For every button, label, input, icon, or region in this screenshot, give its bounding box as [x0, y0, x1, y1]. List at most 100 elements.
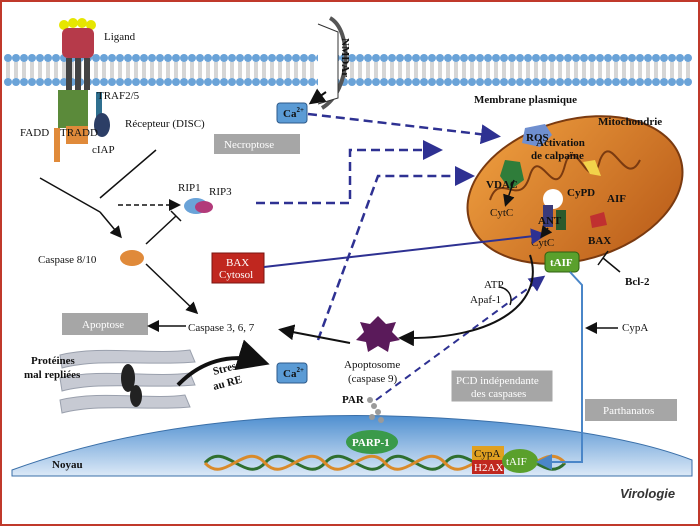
lipid-head: [308, 54, 316, 62]
lipid-tail: [46, 62, 50, 78]
lipid-tail: [526, 62, 530, 78]
lipid-tail: [678, 62, 682, 78]
death-receptor-icon: [54, 18, 110, 162]
lipid-head: [580, 78, 588, 86]
lipid-head: [124, 78, 132, 86]
lipid-head: [644, 78, 652, 86]
lipid-tail: [158, 62, 162, 78]
lipid-tail: [310, 62, 314, 78]
lipid-tail: [302, 62, 306, 78]
lipid-head: [684, 54, 692, 62]
lipid-head: [396, 54, 404, 62]
lipid-head: [204, 78, 212, 86]
lipid-head: [276, 78, 284, 86]
lipid-tail: [566, 62, 570, 78]
lipid-head: [212, 54, 220, 62]
lipid-head: [412, 78, 420, 86]
lipid-tail: [30, 62, 34, 78]
lipid-tail: [542, 62, 546, 78]
lipid-head: [436, 78, 444, 86]
lipid-head: [244, 78, 252, 86]
lipid-head: [100, 54, 108, 62]
apoptosome-to-casp367-arrow: [278, 324, 351, 344]
par-chain-icon: [367, 397, 384, 423]
lipid-head: [676, 78, 684, 86]
lipid-tail: [134, 62, 138, 78]
cytc-left-label: CytC: [490, 207, 513, 219]
lipid-head: [468, 78, 476, 86]
calpain-label-2: de calpaïne: [531, 150, 584, 162]
lipid-head: [220, 78, 228, 86]
lipid-head: [564, 78, 572, 86]
cypd-label: CyPD: [567, 187, 595, 199]
lipid-tail: [462, 62, 466, 78]
lipid-tail: [358, 62, 362, 78]
lipid-head: [260, 78, 268, 86]
lipid-head: [612, 54, 620, 62]
lipid-head: [380, 54, 388, 62]
lipid-tail: [406, 62, 410, 78]
apaf1-label: Apaf-1: [470, 294, 501, 306]
lipid-head: [452, 54, 460, 62]
lipid-head: [492, 78, 500, 86]
lipid-head: [4, 54, 12, 62]
apoptosome-label-2: (caspase 9): [348, 373, 398, 385]
lipid-tail: [214, 62, 218, 78]
vdac-label: VDAC: [486, 179, 518, 191]
lipid-head: [308, 78, 316, 86]
lipid-head: [500, 54, 508, 62]
stress-arrow: [176, 339, 270, 387]
lipid-tail: [94, 62, 98, 78]
ca-bottom-box: [276, 362, 308, 384]
lipid-head: [348, 54, 356, 62]
lipid-head: [228, 54, 236, 62]
lipid-head: [388, 54, 396, 62]
h2ax-label: H2AX: [474, 462, 503, 474]
lipid-tail: [574, 62, 578, 78]
lipid-head: [284, 54, 292, 62]
lipid-tail: [62, 62, 66, 78]
lipid-head: [140, 54, 148, 62]
lipid-tail: [398, 62, 402, 78]
lipid-head: [20, 78, 28, 86]
vdac-to-cytc-arrow: [503, 179, 515, 207]
lipid-head: [628, 78, 636, 86]
caspase367-label: Caspase 3, 6, 7: [188, 322, 255, 334]
lipid-head: [380, 78, 388, 86]
disc-branch: [39, 149, 157, 236]
lipid-head: [364, 78, 372, 86]
lipid-tail: [246, 62, 250, 78]
lipid-head: [636, 78, 644, 86]
lipid-head: [300, 54, 308, 62]
necroptose-label: Necroptose: [224, 139, 274, 151]
misfolded-protein-icon: [121, 364, 142, 407]
lipid-head: [580, 54, 588, 62]
ca-bottom-label: Ca2+: [283, 366, 304, 380]
virologie-logo: Virologie: [620, 486, 675, 501]
lipid-head: [156, 78, 164, 86]
lipid-tail: [206, 62, 210, 78]
lipid-tail: [438, 62, 442, 78]
rip-inhibit: [145, 210, 182, 245]
lipid-head: [364, 54, 372, 62]
lipid-head: [556, 78, 564, 86]
lipid-head: [420, 78, 428, 86]
lipid-head: [20, 54, 28, 62]
lipid-tail: [270, 62, 274, 78]
lipid-tail: [222, 62, 226, 78]
lipid-tail: [614, 62, 618, 78]
lipid-head: [428, 54, 436, 62]
lipid-head: [36, 78, 44, 86]
lipid-tail: [102, 62, 106, 78]
lipid-head: [508, 78, 516, 86]
lipid-head: [644, 54, 652, 62]
lipid-head: [668, 54, 676, 62]
lipid-head: [44, 78, 52, 86]
lipid-head: [628, 54, 636, 62]
lipid-tail: [486, 62, 490, 78]
ros-label: ROS: [526, 132, 549, 144]
nmdar-to-ca-arrow: [308, 88, 327, 105]
lipid-tail: [670, 62, 674, 78]
lipid-tail: [454, 62, 458, 78]
lipid-tail: [558, 62, 562, 78]
